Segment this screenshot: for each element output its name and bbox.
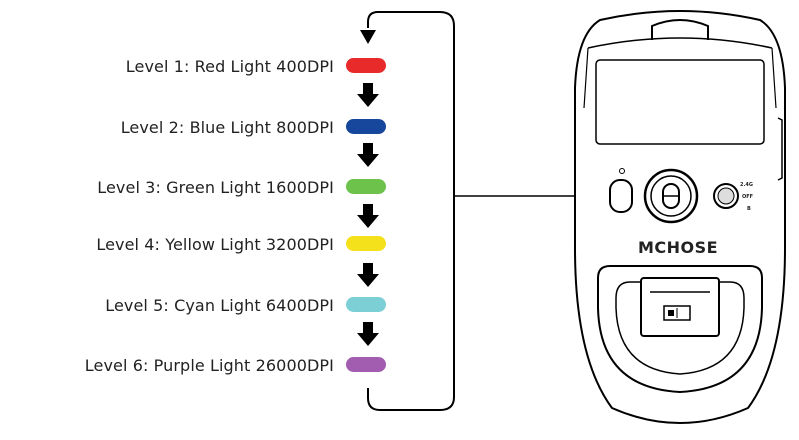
switch-label-24g: 2.4G <box>740 182 753 188</box>
loop-return-line <box>367 11 455 411</box>
level-5-indicator <box>346 297 386 312</box>
level-1-label: Level 1: Red Light 400DPI <box>125 57 334 76</box>
brand-logo: MCHOSE <box>638 238 719 257</box>
top-skate-pad <box>595 59 765 145</box>
switch-label-bt: B <box>747 206 751 212</box>
switch-label-off: OFF <box>742 194 754 200</box>
loop-entry-arrowhead <box>360 30 376 44</box>
down-arrow-icon <box>357 143 379 167</box>
level-6-label: Level 6: Purple Light 26000DPI <box>84 356 334 375</box>
down-arrow-icon <box>357 322 379 346</box>
level-3-indicator <box>346 179 386 194</box>
dpi-button <box>609 179 633 213</box>
down-arrow-icon <box>357 204 379 228</box>
level-4-indicator <box>346 236 386 251</box>
level-2-indicator <box>346 119 386 134</box>
level-1-indicator <box>346 58 386 73</box>
down-arrow-icon <box>357 83 379 107</box>
level-4-label: Level 4: Yellow Light 3200DPI <box>96 235 334 254</box>
level-3-label: Level 3: Green Light 1600DPI <box>97 178 334 197</box>
led-dot <box>619 168 625 174</box>
top-skate <box>651 19 709 40</box>
down-arrow-icon <box>357 263 379 287</box>
level-2-label: Level 2: Blue Light 800DPI <box>120 118 334 137</box>
mouse-bottom-illustration <box>574 10 786 424</box>
level-6-indicator <box>346 357 386 372</box>
level-5-label: Level 5: Cyan Light 6400DPI <box>105 296 334 315</box>
